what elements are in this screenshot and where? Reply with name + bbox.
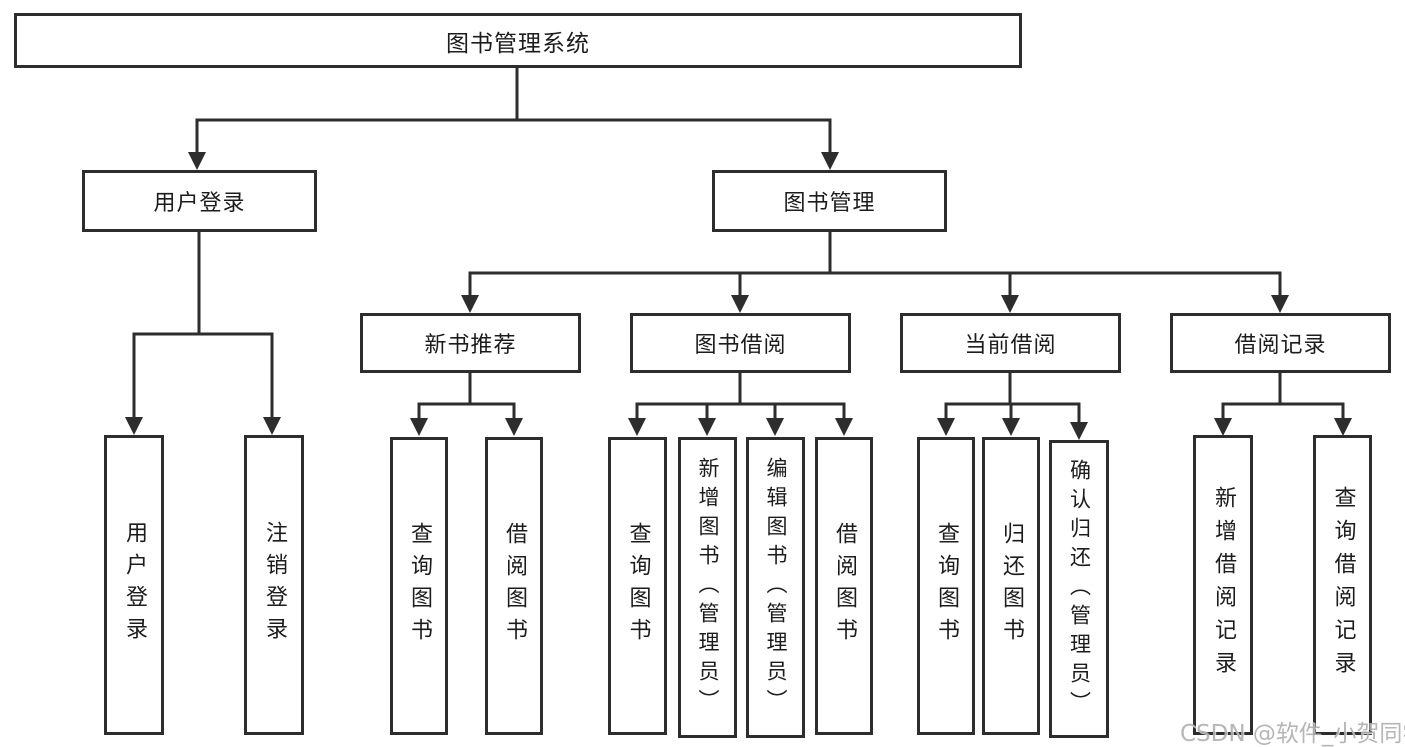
edges-book-borrowing	[628, 373, 853, 436]
leaf-label: 注销登录	[262, 521, 287, 649]
node-current-borrowing: 当前借阅	[900, 313, 1121, 373]
leaf-label: 查询借阅记录	[1330, 486, 1356, 684]
node-label: 新书推荐	[424, 333, 517, 358]
edges-book-management	[461, 232, 1289, 313]
edges-current-borrowing	[937, 373, 1088, 440]
leaf-user-login: 用户登录	[104, 435, 164, 735]
node-book-management: 图书管理	[712, 170, 947, 232]
leaf-label: 确认归还（管理员）	[1067, 458, 1092, 720]
leaf-label: 借阅图书	[832, 522, 857, 650]
csdn-watermark: CSDN @软件_小贺同学	[1180, 721, 1405, 747]
edges-user-login	[125, 232, 281, 435]
edges-root	[188, 68, 839, 170]
leaf-label: 用户登录	[122, 521, 147, 649]
leaf-label: 查询图书	[625, 522, 651, 650]
leaf-borrow-books-borrowing: 借阅图书	[815, 437, 873, 735]
node-borrowing-records: 借阅记录	[1170, 313, 1391, 373]
leaf-add-borrow-record: 新增借阅记录	[1193, 435, 1253, 735]
leaf-label: 新增借阅记录	[1211, 486, 1236, 684]
leaf-label: 归还图书	[999, 522, 1024, 650]
node-label: 图书管理	[783, 191, 876, 216]
leaf-confirm-return-admin: 确认归还（管理员）	[1049, 440, 1109, 738]
node-label: 用户登录	[153, 191, 246, 216]
leaf-label: 查询图书	[934, 522, 959, 650]
edges-borrowing-records	[1214, 373, 1352, 436]
leaf-label: 查询图书	[407, 522, 432, 650]
node-user-login: 用户登录	[82, 170, 317, 232]
leaf-label: 借阅图书	[502, 522, 527, 650]
node-library-management-system: 图书管理系统	[14, 13, 1022, 68]
leaf-query-books-borrowing: 查询图书	[608, 437, 667, 735]
leaf-return-books: 归还图书	[982, 437, 1040, 735]
node-label: 图书管理系统	[446, 30, 590, 57]
leaf-borrow-books-recommend: 借阅图书	[485, 437, 543, 735]
node-new-book-recommend: 新书推荐	[360, 313, 581, 373]
leaf-label: 新增图书（管理员）	[696, 457, 720, 718]
edges-new-book-recommend	[410, 373, 523, 436]
leaf-logout: 注销登录	[244, 435, 304, 735]
node-label: 借阅记录	[1234, 333, 1327, 358]
node-label: 图书借阅	[694, 333, 787, 358]
leaf-label: 编辑图书（管理员）	[764, 457, 788, 718]
leaf-query-books-current: 查询图书	[917, 437, 975, 735]
leaf-query-books-recommend: 查询图书	[390, 437, 448, 735]
leaf-query-borrow-record: 查询借阅记录	[1313, 435, 1372, 735]
leaf-add-books-admin: 新增图书（管理员）	[678, 437, 737, 738]
leaf-edit-books-admin: 编辑图书（管理员）	[746, 437, 805, 738]
node-book-borrowing: 图书借阅	[630, 313, 851, 373]
node-label: 当前借阅	[964, 333, 1057, 358]
